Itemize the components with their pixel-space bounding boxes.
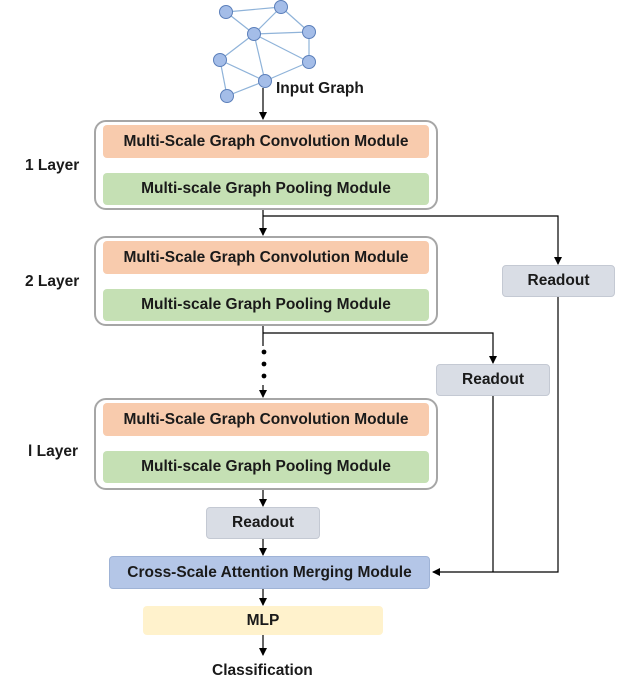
layer-2-pool-module: Multi-scale Graph Pooling Module — [103, 289, 429, 321]
layer-1-label: 1 Layer — [25, 157, 80, 174]
layer-2-conv-module: Multi-Scale Graph Convolution Module — [103, 241, 429, 274]
layer-l-label: l Layer — [28, 443, 78, 460]
classification-output-label: Classification — [212, 662, 313, 679]
layer-l-pool-module: Multi-scale Graph Pooling Module — [103, 451, 429, 483]
arrow-layer1-to-readout1 — [263, 215, 562, 265]
layer-1-conv-module: Multi-Scale Graph Convolution Module — [103, 125, 429, 158]
arrow-readout1-to-merge — [432, 297, 559, 576]
layer-l-conv-module: Multi-Scale Graph Convolution Module — [103, 403, 429, 436]
input-graph-icon — [213, 0, 316, 103]
readout-layer-1: Readout — [502, 265, 615, 297]
mlp-module: MLP — [143, 606, 383, 635]
input-graph-label: Input Graph — [276, 80, 364, 97]
cross-scale-attention-merging-module: Cross-Scale Attention Merging Module — [109, 556, 430, 589]
readout-layer-2: Readout — [436, 364, 550, 396]
arrow-layer2-to-readout2 — [263, 332, 497, 364]
layer-1-pool-module: Multi-scale Graph Pooling Module — [103, 173, 429, 205]
graph-nodes — [213, 0, 316, 103]
readout-layer-l: Readout — [206, 507, 320, 539]
ellipsis-dots — [261, 349, 267, 379]
layer-2-label: 2 Layer — [25, 273, 80, 290]
